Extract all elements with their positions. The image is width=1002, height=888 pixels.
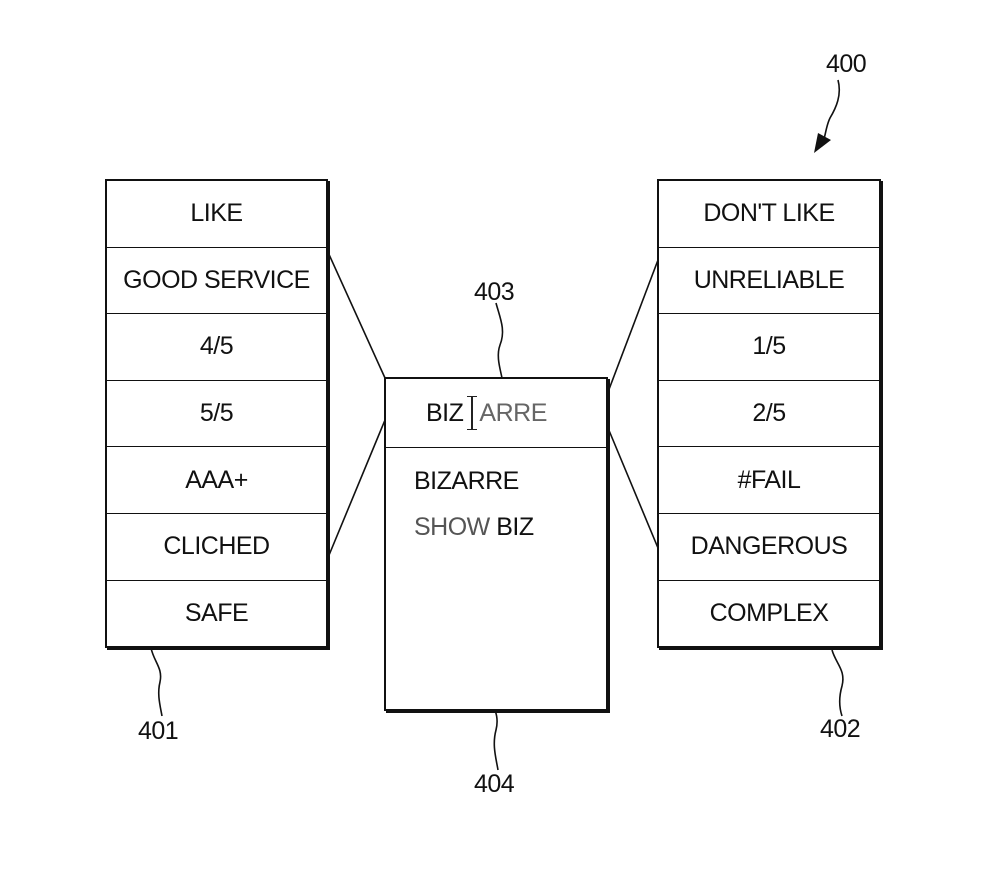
suggestion-list: BIZARRE SHOW BIZ xyxy=(386,448,606,557)
suggestion-plain-text: SHOW xyxy=(414,513,496,541)
connector-line-right-upper xyxy=(608,260,658,392)
positive-tag-item[interactable]: GOOD SERVICE xyxy=(107,248,326,315)
negative-tag-item[interactable]: #FAIL xyxy=(659,447,879,514)
reference-number-400: 400 xyxy=(826,50,866,79)
positive-tag-item[interactable]: AAA+ xyxy=(107,447,326,514)
negative-tag-item[interactable]: DON'T LIKE xyxy=(659,181,879,248)
positive-tag-item[interactable]: LIKE xyxy=(107,181,326,248)
negative-tag-item[interactable]: 1/5 xyxy=(659,314,879,381)
autocomplete-completion-text: ARRE xyxy=(479,399,546,428)
suggestion-match-text: BIZ xyxy=(496,513,533,541)
search-input[interactable]: BIZ ARRE xyxy=(386,379,606,448)
reference-number-404: 404 xyxy=(474,770,514,799)
arrow-head-icon xyxy=(814,133,831,153)
positive-tag-item[interactable]: 4/5 xyxy=(107,314,326,381)
reference-number-401: 401 xyxy=(138,717,178,746)
negative-tag-item[interactable]: UNRELIABLE xyxy=(659,248,879,315)
i-beam-text-cursor-icon xyxy=(466,396,478,430)
leader-line-401 xyxy=(151,648,162,716)
negative-tag-item[interactable]: DANGEROUS xyxy=(659,514,879,581)
leader-line-402 xyxy=(832,650,843,716)
negative-tag-item[interactable]: COMPLEX xyxy=(659,581,879,648)
positive-tag-list: LIKE GOOD SERVICE 4/5 5/5 AAA+ CLICHED S… xyxy=(105,179,328,648)
autocomplete-box: BIZ ARRE BIZARRE SHOW BIZ xyxy=(384,377,608,711)
suggestion-item[interactable]: BIZARRE xyxy=(414,465,606,511)
positive-tag-item[interactable]: CLICHED xyxy=(107,514,326,581)
reference-number-403: 403 xyxy=(474,278,514,307)
arrow-icon xyxy=(822,80,839,146)
negative-tag-list: DON'T LIKE UNRELIABLE 1/5 2/5 #FAIL DANG… xyxy=(657,179,881,648)
connector-line-left-upper xyxy=(327,250,385,378)
connector-line-right-lower xyxy=(608,428,658,548)
negative-tag-item[interactable]: 2/5 xyxy=(659,381,879,448)
leader-line-403 xyxy=(496,303,503,378)
reference-number-402: 402 xyxy=(820,715,860,744)
suggestion-match-text: BIZARRE xyxy=(414,467,519,495)
connector-line-left-lower xyxy=(327,420,385,560)
suggestion-item[interactable]: SHOW BIZ xyxy=(414,511,606,557)
positive-tag-item[interactable]: SAFE xyxy=(107,581,326,648)
typed-text: BIZ xyxy=(426,399,463,428)
positive-tag-item[interactable]: 5/5 xyxy=(107,381,326,448)
